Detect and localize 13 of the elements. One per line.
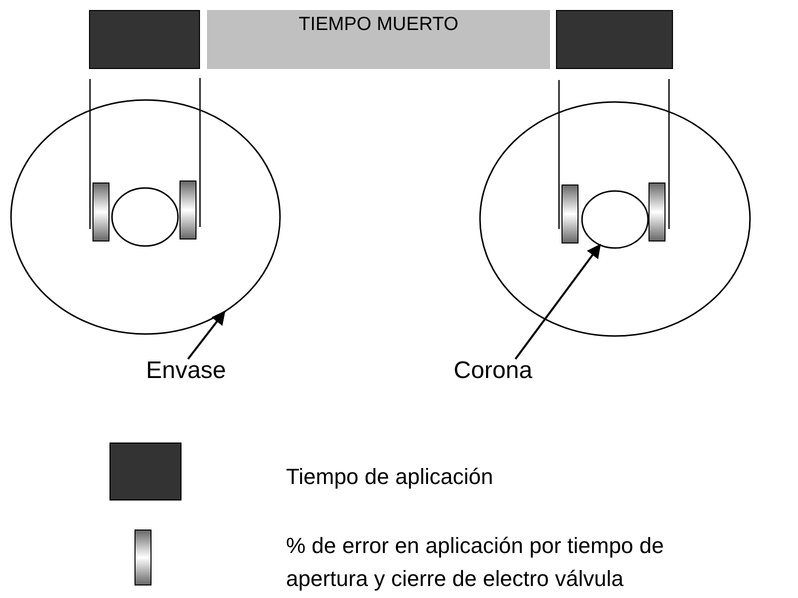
part-label: Envase <box>135 359 237 385</box>
legend-label: % de error en aplicación por tiempo de apertura y cierre de electro válvula <box>286 532 665 593</box>
crown-ellipse <box>112 188 178 246</box>
crown-ellipse <box>582 191 648 248</box>
dead-time-band: TIEMPO MUERTO <box>207 10 550 69</box>
leader-arrow <box>187 310 226 360</box>
legend-label: Tiempo de aplicación <box>286 463 494 491</box>
application-time-block <box>556 10 673 69</box>
leader-arrow <box>514 244 601 360</box>
application-time-block <box>89 10 200 69</box>
container-ellipse <box>480 102 750 336</box>
part-label: Corona <box>442 359 544 385</box>
container-ellipse <box>11 100 280 334</box>
